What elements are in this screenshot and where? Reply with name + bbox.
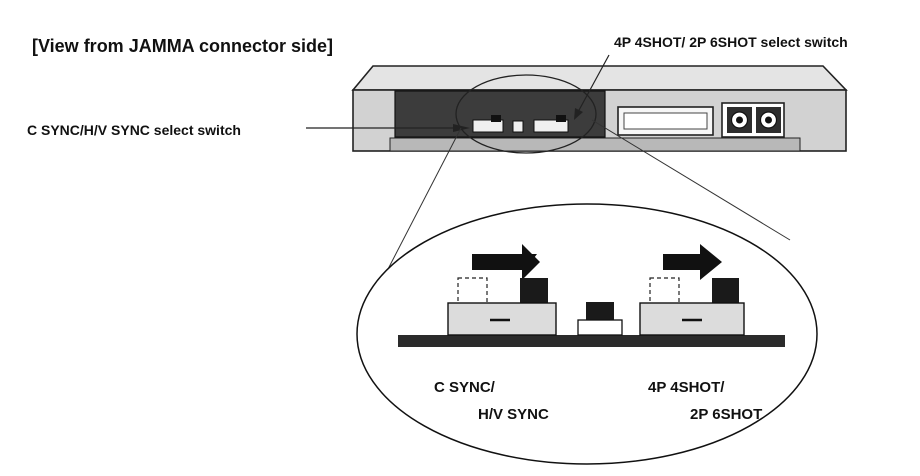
detail-pcb: [398, 335, 785, 347]
board-switches: [472, 115, 569, 133]
diagram-title: [View from JAMMA connector side]: [32, 36, 333, 56]
sync-direction-arrow: [472, 254, 537, 270]
rca-jacks: [721, 102, 785, 138]
switch-area-highlight: [455, 74, 597, 154]
shot-label-line1: 4P 4SHOT/: [648, 379, 725, 396]
sync-label-line1: C SYNC/: [434, 379, 496, 396]
sync-label-line2: H/V SYNC: [478, 406, 549, 423]
shot-select-callout-label: 4P 4SHOT/ 2P 6SHOT select switch: [614, 34, 848, 50]
shot-switch-detail: [639, 244, 745, 336]
connector-slot: [617, 106, 714, 136]
sync-select-callout-label: C SYNC/H/V SYNC select switch: [27, 122, 241, 138]
shot-direction-arrow: [663, 254, 712, 270]
sync-switch-detail: [447, 244, 557, 336]
shot-slider-knob: [712, 278, 739, 306]
shot-label-line2: 2P 6SHOT: [690, 406, 762, 423]
sync-switch-body: [447, 302, 557, 336]
callout-leaders: [306, 54, 610, 132]
center-jumper: [577, 302, 623, 336]
sync-slider-knob: [520, 278, 548, 306]
